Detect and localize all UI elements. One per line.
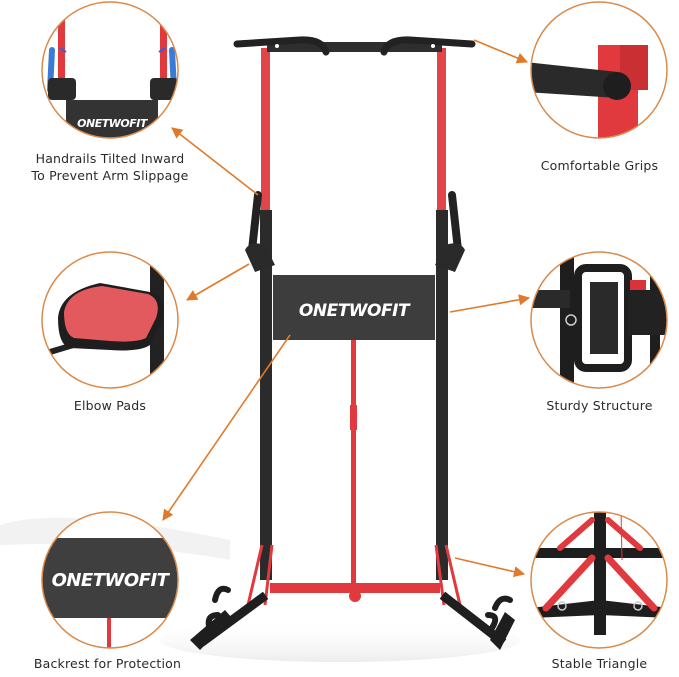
detail-circle-elbow-pads: [41, 251, 179, 389]
label-handrails-line2: To Prevent Arm Slippage: [31, 168, 189, 183]
callout-triangle: [454, 557, 526, 578]
callout-backrest: [162, 334, 291, 521]
callout-handrails: [171, 127, 259, 196]
callout-lines: [162, 39, 531, 578]
main-panel-logo: ONETWOFIT: [299, 301, 411, 321]
callout-grips: [473, 39, 529, 64]
detail-circle-triangle: [490, 511, 668, 650]
svg-text:ONETWOFIT: ONETWOFIT: [52, 570, 171, 591]
power-tower: ONETWOFIT: [160, 36, 520, 662]
label-handrails-line1: Handrails Tilted Inward: [35, 151, 185, 166]
label-structure: Sturdy Structure: [546, 398, 653, 413]
detail-circle-structure: [530, 251, 668, 389]
label-backrest: Backrest for Protection: [33, 656, 182, 671]
callout-elbow-pads: [186, 263, 250, 301]
svg-text:ONETWOFIT: ONETWOFIT: [77, 117, 149, 130]
label-elbow-pads: Elbow Pads: [73, 398, 147, 413]
label-triangle: Stable Triangle: [551, 656, 648, 671]
callout-structure: [449, 294, 531, 313]
detail-circle-handrails: ONETWOFIT: [41, 1, 179, 139]
label-grips: Comfortable Grips: [540, 158, 659, 173]
label-handrails: Handrails Tilted Inward To Prevent Arm S…: [0, 150, 220, 184]
detail-circle-grips: [530, 1, 668, 139]
detail-circle-backrest: ONETWOFIT: [0, 511, 232, 650]
